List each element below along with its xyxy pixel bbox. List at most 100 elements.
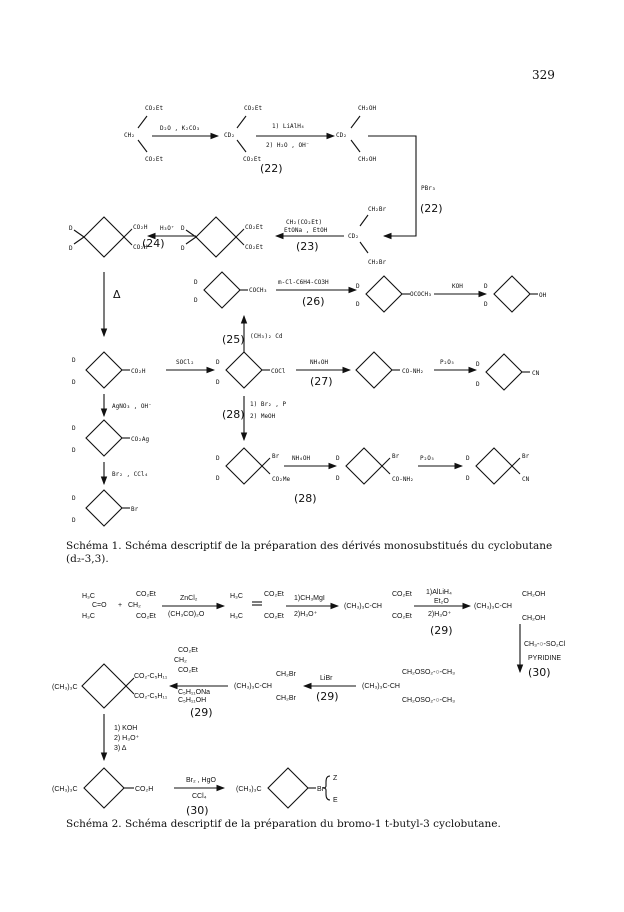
svg-text:D: D <box>216 475 220 482</box>
cd2-label: CD₂ <box>336 132 347 139</box>
substituent-label: CO₂Ag <box>131 436 149 443</box>
caption-lead: Schéma 1. <box>66 540 122 552</box>
svg-text:D: D <box>69 245 73 252</box>
reagent-label: H₃O⁺ <box>160 225 174 232</box>
ester-label-top: CO₂-C₅H₁₁ <box>134 673 168 680</box>
svg-text:D: D <box>72 379 76 386</box>
substituent-label: COCl <box>271 368 286 375</box>
ester-label-top: CO₂Et <box>136 591 156 598</box>
reagent-label: P₂O₅ <box>420 455 434 462</box>
svg-text:D: D <box>466 455 470 462</box>
reagent-label: PBr₃ <box>421 185 435 192</box>
ester-label-bottom: CO₂Et <box>178 667 198 674</box>
reagent-label: 2)H₃O⁺ <box>294 611 318 618</box>
ch2br-label-top: CH₂Br <box>276 671 296 678</box>
reagent-label: SOCl₂ <box>176 359 194 366</box>
compound-number: (27) <box>310 375 333 388</box>
reagent-label: (CH₃CO)₂O <box>168 611 205 618</box>
tbutyl-label: (CH₃)₃C <box>236 786 262 793</box>
ch2oh-label-top: CH₂OH <box>522 591 545 598</box>
compound-number: (23) <box>296 240 319 253</box>
reagent-label: 1)AlLiH₄ <box>426 589 452 596</box>
isomer-z: Z <box>333 775 338 782</box>
caption-text: Schéma descriptif de la préparation des … <box>124 540 553 552</box>
deuterated-dibromide: CH₂Br CD₂ CH₂Br <box>348 206 386 266</box>
tbutyl-label: (CH₃)₃C-CH <box>474 603 512 610</box>
tbutyl-cyclobutane-acid: (CH₃)₃C CO₂H <box>52 767 153 809</box>
heat-symbol: Δ <box>113 288 121 301</box>
ester-label-bottom: CO₂Et <box>264 613 284 620</box>
plus-sign: + <box>118 602 122 609</box>
cyclobutane-diester: D D CO₂Et CO₂Et <box>181 216 263 258</box>
svg-text:D: D <box>181 245 185 252</box>
svg-text:D: D <box>181 225 185 232</box>
compound-number: (29) <box>190 706 213 719</box>
bromo-nitrile: D D Br CN <box>466 447 530 485</box>
svg-text:D: D <box>484 283 488 290</box>
reagent-label: KOH <box>452 283 463 290</box>
reagent-label: AgNO₃ , OH⁻ <box>112 403 152 410</box>
reagent-label: (CH₃)₂ Cd <box>250 333 283 340</box>
substituent-label: COCH₃ <box>249 287 267 294</box>
bromocyclobutane: D D Br <box>72 489 139 527</box>
cyclobutanecarboxylic-acid: D D CO₂H <box>72 351 146 389</box>
carbonyl-label: C=O <box>92 602 107 609</box>
tbutyl-label: (CH₃)₃C-CH <box>344 603 382 610</box>
reagent-label: D₂O , K₂CO₃ <box>160 125 200 132</box>
isomer-e: E <box>333 797 338 804</box>
caption-tail: (d₂-3,3). <box>66 553 109 565</box>
ester-label-top: CO₂Et <box>392 591 412 598</box>
tbutyl-label: (CH₃)₃C <box>52 684 78 691</box>
reagent-label: Br₂ , CCl₄ <box>112 471 148 478</box>
ch2br-label-bottom: CH₂Br <box>368 259 386 266</box>
svg-text:D: D <box>336 475 340 482</box>
reagent-label: 2) H₃O⁺ <box>114 735 140 742</box>
ester-label-bottom: CO₂Et <box>392 613 412 620</box>
cn-label: CN <box>522 476 530 483</box>
reagent-label: NH₄OH <box>292 455 310 462</box>
diethyl-malonate: CO₂Et CH₂ CO₂Et <box>124 105 163 163</box>
cd2-label: CD₂ <box>224 132 235 139</box>
svg-text:D: D <box>476 361 480 368</box>
substituent-label: Br <box>131 506 139 513</box>
compound-number: (22) <box>420 202 443 215</box>
pbr3-arrow <box>368 135 417 237</box>
scheme-1: CO₂Et CH₂ CO₂Et D₂O , K₂CO₃ CO₂Et CD₂ CO… <box>69 105 547 527</box>
h3c-label: H₃C <box>230 613 243 620</box>
reagent-label: LiBr <box>320 675 333 682</box>
h3c-label: H₃C <box>230 593 243 600</box>
ester-label-bottom: CO₂Et <box>243 156 261 163</box>
ester-label-bottom: CO₂Et <box>145 156 163 163</box>
reagent-label: CCl₄ <box>192 793 207 800</box>
substituent-label: CO-NH₂ <box>402 368 424 375</box>
svg-text:D: D <box>484 301 488 308</box>
svg-text:D: D <box>72 447 76 454</box>
compound-number: (29) <box>430 624 453 637</box>
acid-label: CO₂H <box>133 244 148 251</box>
svg-text:D: D <box>336 455 340 462</box>
tosylate-label-top: CH₂OSO₂-○-CH₃ <box>402 669 455 676</box>
ch2-label: CH₂ <box>128 602 141 609</box>
ester-label: CO₂Et <box>245 244 263 251</box>
bromo-amide: D D Br CO-NH₂ <box>336 447 414 485</box>
svg-text:D: D <box>216 455 220 462</box>
br-label: Br <box>392 453 400 460</box>
substituent-label: OCOCH₃ <box>410 291 432 298</box>
svg-text:D: D <box>356 301 360 308</box>
ch2-label: CH₂ <box>174 657 187 664</box>
amide-label: CO-NH₂ <box>392 476 414 483</box>
reagent-label: 2)H₃O⁺ <box>428 611 452 618</box>
ch2-label: CH₂ <box>124 132 135 139</box>
ester-label: CO₂Et <box>245 224 263 231</box>
caption-scheme-1: Schéma 1. Schéma descriptif de la prépar… <box>66 540 566 566</box>
h3c-label: H₃C <box>82 593 95 600</box>
compound-number: (29) <box>316 690 339 703</box>
reagent-label: 3) Δ <box>114 745 127 752</box>
cyclobutanecarbonyl-chloride: D D COCl <box>216 351 286 389</box>
ester-label-top: CO₂Et <box>145 105 163 112</box>
svg-text:D: D <box>194 297 198 304</box>
ch2br-label-bottom: CH₂Br <box>276 695 296 702</box>
deuterated-diol: CH₂OH CD₂ CH₂OH <box>336 105 376 163</box>
